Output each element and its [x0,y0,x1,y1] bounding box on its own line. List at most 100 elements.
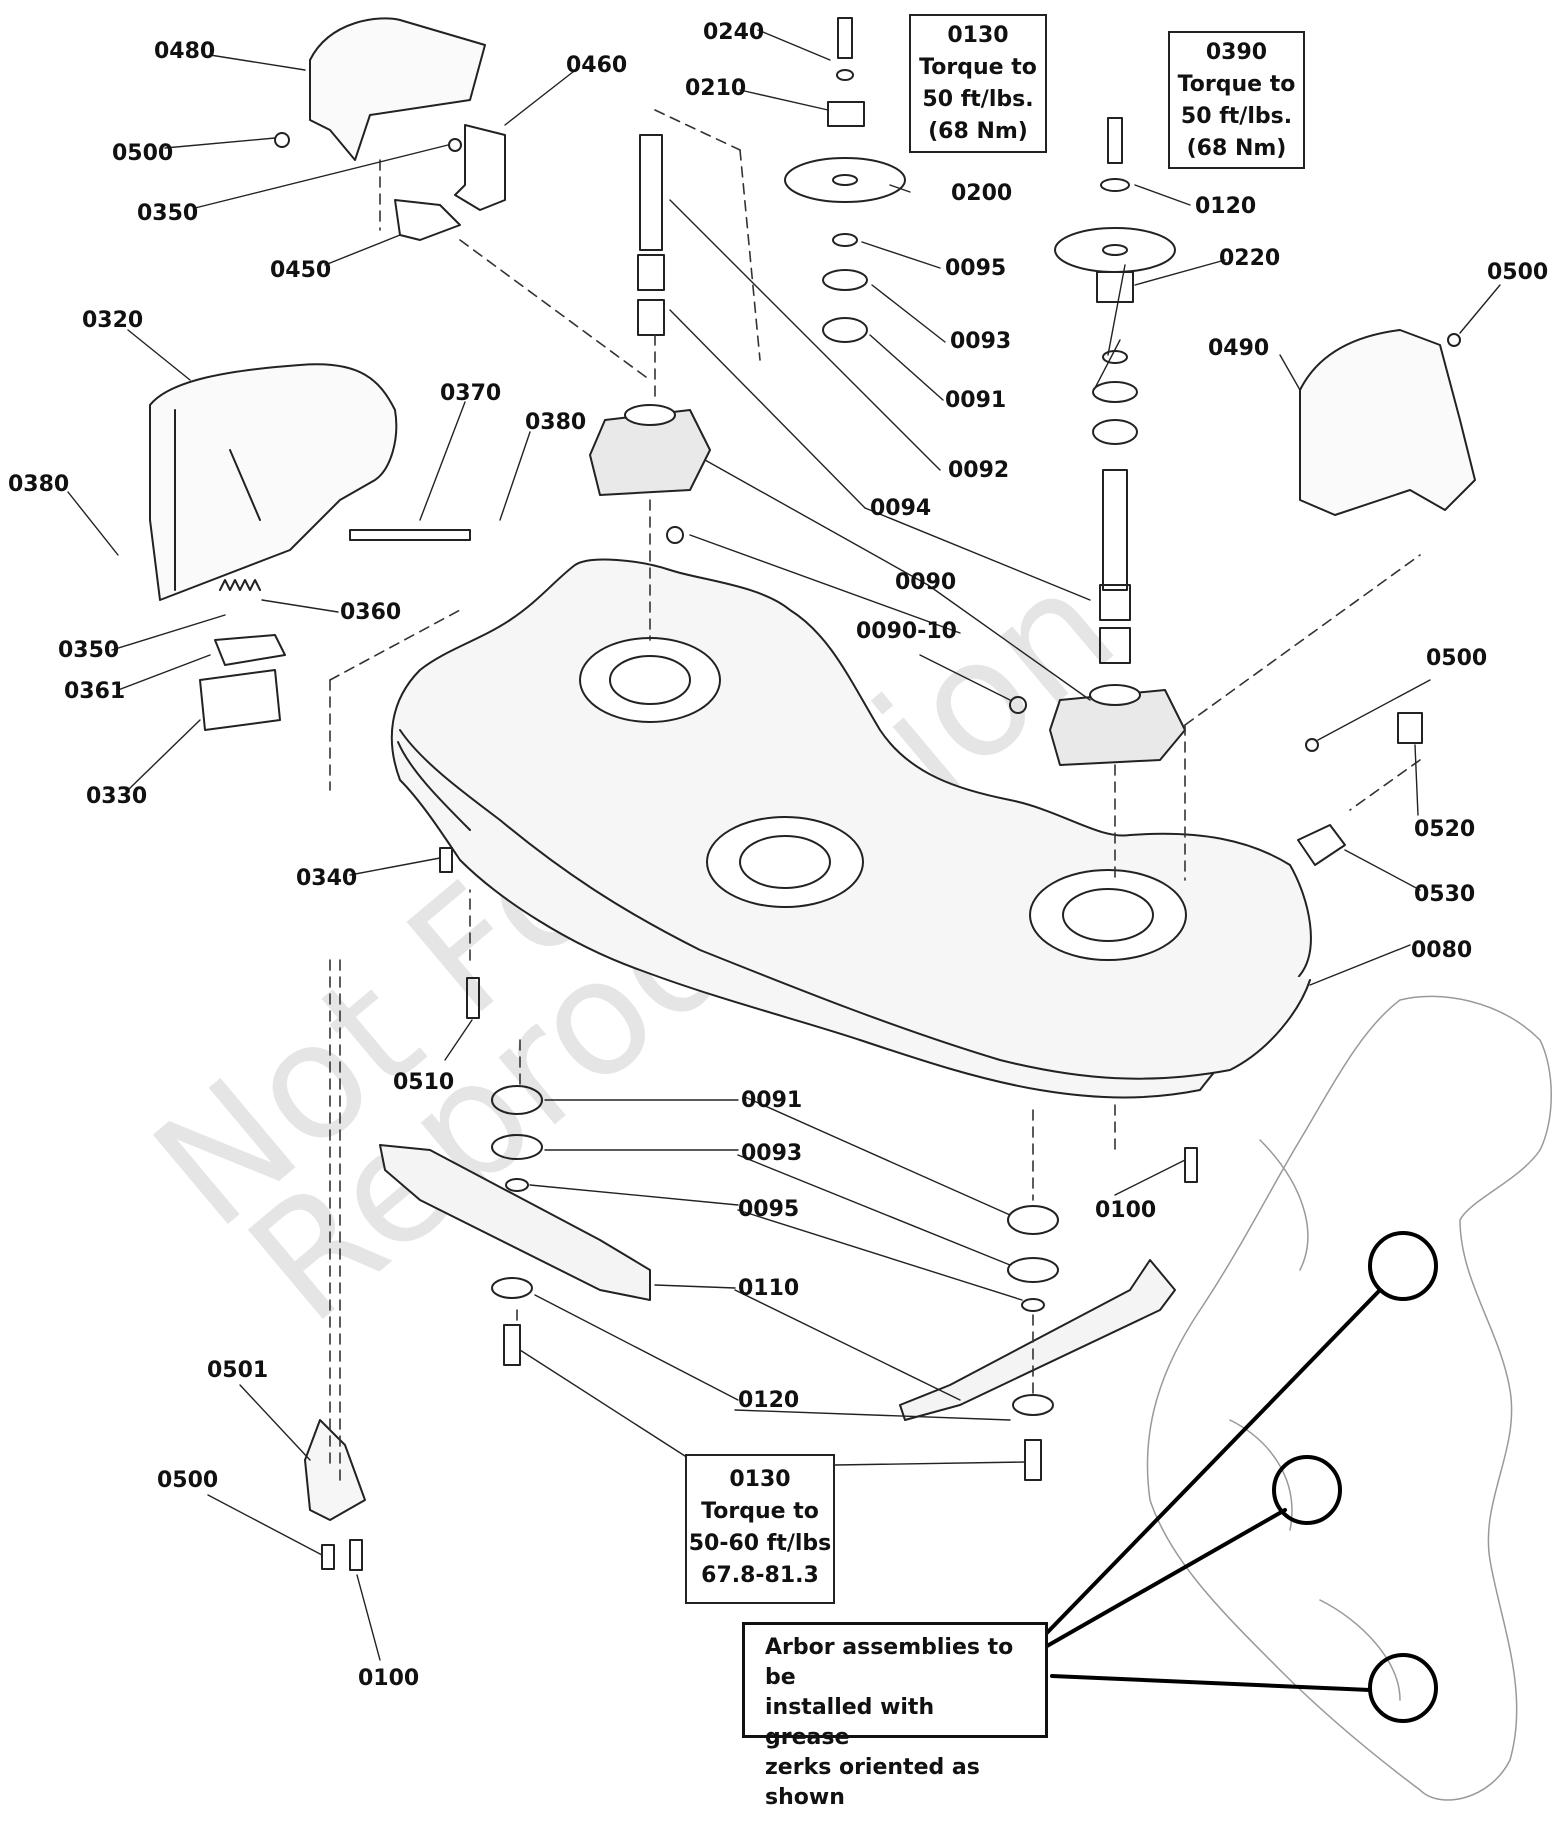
note-line-3: zerks oriented as shown [765,1755,980,1810]
bearing-0091-lower-right [1007,1205,1059,1235]
deck-opening-right [1029,869,1187,961]
nut-0350 [448,138,462,152]
arbor-grease-zerk-note: Arbor assemblies to be installed with gr… [742,1622,1048,1810]
shaft-0092-right [1102,469,1128,591]
label-0200: 0200 [951,181,1013,206]
label-0080: 0080 [1411,938,1473,963]
arbor-housing-0090-right [1049,684,1186,766]
arbor-housing-0090-left [589,404,711,496]
bearing-0091-top [822,317,868,343]
bolt-0130-lower-right [1024,1439,1042,1481]
discharge-chute-0320 [149,363,398,601]
label-0490: 0490 [1208,336,1270,361]
torque-box-0130-top-line1: Torque to [919,55,1037,80]
leader-lines [67,29,1501,1661]
fitting-0520 [1397,712,1423,744]
zerk-circle-middle [1272,1455,1342,1525]
label-0100-lower: 0100 [358,1666,420,1691]
bolt-0130-lower-left [503,1324,521,1366]
anti-scalp-0530 [1297,824,1346,866]
torque-box-0130-bottom: 0130 Torque to 50-60 ft/lbs 67.8-81.3 [685,1454,835,1604]
label-0520: 0520 [1414,817,1476,842]
washer-0120-top [1100,178,1130,192]
label-0530: 0530 [1414,882,1476,907]
label-0120-upper: 0120 [1195,194,1257,219]
washer-0120-lower-right [1012,1394,1054,1416]
washer-0095-lower-right [1021,1298,1045,1312]
label-0380-right: 0380 [525,410,587,435]
pulley-0200 [784,157,906,203]
label-0360: 0360 [340,600,402,625]
inset-deck-outline [1146,995,1552,1801]
bolt-0390 [1107,117,1123,164]
bolt-0500-lower [321,1544,335,1570]
label-0120-lower: 0120 [738,1388,800,1413]
seal-0093-right [1092,381,1138,403]
label-0110: 0110 [738,1276,800,1301]
label-0500-lower: 0500 [157,1468,219,1493]
label-0330: 0330 [86,784,148,809]
mower-deck-housing [390,558,1312,1099]
torque-box-0130-top-part: 0130 [947,23,1009,48]
label-0092: 0092 [948,458,1010,483]
note-line-1: Arbor assemblies to be [765,1635,1014,1690]
label-0320: 0320 [82,308,144,333]
label-0480: 0480 [154,39,216,64]
torque-box-0130-top-line2: 50 ft/lbs. [922,87,1034,112]
bolt-0340 [439,847,453,873]
bolt-0500-top [274,132,290,148]
blade-0110-left [379,1144,651,1301]
label-0091-upper: 0091 [945,388,1007,413]
label-0350: 0350 [137,201,199,226]
spacer-0220 [1096,271,1134,303]
torque-box-0130-bottom-part: 0130 [729,1467,791,1492]
torque-box-0130-bottom-line2: 50-60 ft/lbs [688,1531,832,1556]
label-0240: 0240 [703,20,765,45]
torque-box-0130-top-line3: (68 Nm) [928,119,1028,144]
seal-0093-lower-right [1007,1257,1059,1283]
label-0095-upper: 0095 [945,256,1007,281]
spacer-0210 [827,101,865,127]
plate-0361 [214,634,286,666]
label-0370: 0370 [440,381,502,406]
washer-0095-lower-left [505,1178,529,1192]
label-0501: 0501 [207,1358,269,1383]
label-0090: 0090 [895,570,957,595]
label-0500: 0500 [112,141,174,166]
bracket-0501 [304,1419,366,1521]
washer-0095-right [1102,350,1128,364]
deck-opening-left [579,637,721,723]
grease-zerk-left [666,526,684,544]
blade-0110-right [899,1259,1176,1421]
bolt-0510 [466,977,480,1019]
zerk-circle-bottom [1368,1653,1438,1723]
nut-0240 [836,69,854,81]
grease-zerk-center [1009,696,1027,714]
belt-cover-0490 [1299,329,1476,516]
torque-box-0390-line2: 50 ft/lbs. [1180,104,1293,129]
label-0094: 0094 [870,496,932,521]
alignment-lines [329,109,1421,1481]
seal-0093-lower-left [491,1134,543,1160]
label-0500-top-right: 0500 [1487,260,1549,285]
torque-box-0390-part: 0390 [1205,40,1268,65]
torque-box-0390: 0390 Torque to 50 ft/lbs. (68 Nm) [1168,31,1305,169]
pulley-0200-right [1054,227,1176,273]
deck-opening-center [706,816,864,908]
grease-zerk-callouts [1038,1231,1438,1723]
torque-box-0130-top: 0130 Torque to 50 ft/lbs. (68 Nm) [909,14,1047,153]
torque-box-0390-line3: (68 Nm) [1186,136,1287,161]
washer-0120-lower-left [491,1277,533,1299]
label-0380-left: 0380 [8,472,70,497]
bracket-0460 [454,124,506,211]
bolt-0500-right-top [1447,333,1461,347]
torque-box-0130-bottom-line3: 67.8-81.3 [701,1563,819,1588]
spacer-0094-lower-right [1099,627,1131,664]
bolt-0100-lower [349,1539,363,1571]
bolt-0100-right [1184,1147,1198,1183]
label-0095-lower: 0095 [738,1197,800,1222]
shaft-0092-left [639,134,663,251]
torque-box-0390-line1: Torque to [1177,72,1296,97]
